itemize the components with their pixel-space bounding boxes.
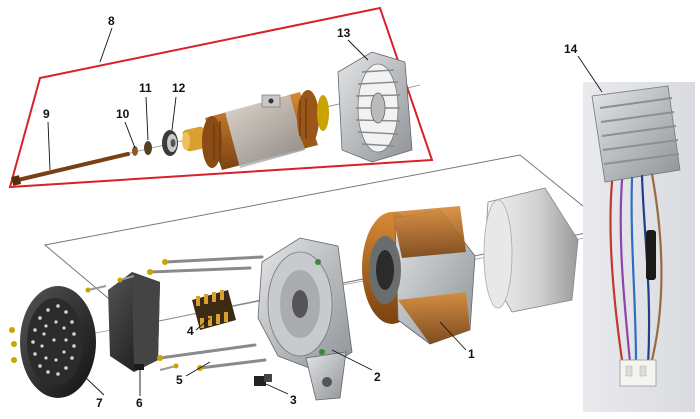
screw-head	[85, 287, 91, 293]
voltage-regulator-photo	[583, 82, 695, 412]
callout-3: 3	[290, 393, 297, 407]
rotor-group-outline	[8, 6, 434, 189]
through-bolts	[148, 255, 267, 370]
rotor	[202, 90, 329, 170]
brush-plate	[108, 272, 160, 372]
rear-cover	[20, 286, 96, 398]
callout-1: 1	[468, 347, 475, 361]
callout-7: 7	[96, 396, 103, 410]
callout-8: 8	[108, 14, 115, 28]
callout-9: 9	[43, 107, 50, 121]
callout-11: 11	[139, 81, 152, 95]
stator	[362, 206, 476, 345]
rectifier-block	[192, 290, 236, 330]
callout-5: 5	[176, 373, 183, 387]
callout-4: 4	[187, 324, 194, 338]
cover-screws	[9, 327, 17, 363]
housing-drum	[483, 187, 579, 313]
callout-12: 12	[172, 81, 186, 95]
callout-14: 14	[564, 42, 578, 56]
end-bracket	[257, 237, 353, 401]
callout-10: 10	[116, 107, 130, 121]
screw-head	[173, 363, 179, 369]
callout-13: 13	[337, 26, 351, 40]
leader-lines	[47, 27, 603, 396]
callout-6: 6	[136, 396, 143, 410]
inline-fuse	[646, 230, 656, 280]
connector-plug	[619, 359, 657, 387]
long-bolt	[11, 152, 130, 186]
shaft-collar	[182, 126, 208, 152]
cooling-fan	[337, 51, 413, 163]
brush-holder	[254, 374, 272, 386]
bearing	[162, 130, 178, 156]
flat-washer	[144, 141, 152, 155]
spring-washer	[132, 146, 138, 156]
callout-2: 2	[374, 370, 381, 384]
screw-head	[117, 277, 123, 283]
